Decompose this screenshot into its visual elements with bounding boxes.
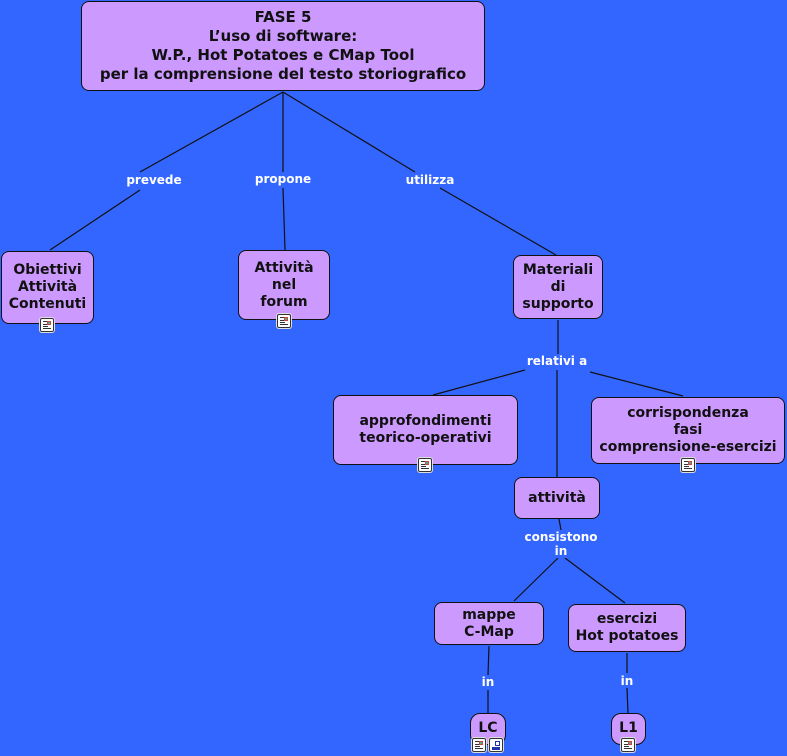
- concept-forum-text: Attività nel forum: [254, 259, 314, 310]
- concept-root-text: FASE 5 L’uso di software: W.P., Hot Pota…: [99, 8, 467, 83]
- document-resource-icon[interactable]: [40, 318, 54, 332]
- concept-esercizi-text: esercizi Hot potatoes: [575, 611, 679, 644]
- document-resource-icon[interactable]: [681, 458, 695, 472]
- link-label-relativi-a[interactable]: relativi a: [524, 354, 590, 368]
- line-in-l1: [626, 687, 629, 714]
- concept-obiettivi[interactable]: Obiettivi Attività Contenuti: [1, 251, 94, 324]
- concept-materiali-text: Materiali di supporto: [522, 261, 594, 312]
- line-consistono-esercizi: [564, 557, 626, 604]
- concept-corrispondenza[interactable]: corrispondenza fasi comprensione-eserciz…: [591, 397, 785, 464]
- concept-root-fase5[interactable]: FASE 5 L’uso di software: W.P., Hot Pota…: [81, 1, 485, 91]
- concept-attivita-text: attività: [528, 489, 586, 506]
- concept-mappe-text: mappe C-Map: [462, 606, 516, 640]
- document-resource-icon[interactable]: [621, 738, 635, 752]
- link-label-prevede[interactable]: prevede: [124, 173, 184, 187]
- concept-forum[interactable]: Attività nel forum: [238, 250, 330, 320]
- line-root-utilizza: [282, 91, 416, 173]
- line-attivita-consistono: [558, 518, 562, 531]
- link-label-utilizza[interactable]: utilizza: [403, 173, 457, 187]
- line-utilizza-materiali: [439, 187, 557, 256]
- concept-lc-text: LC: [478, 720, 498, 736]
- concept-attivita[interactable]: attività: [514, 477, 600, 519]
- concept-map-resource-icon[interactable]: [489, 738, 503, 752]
- concept-corrispondenza-text: corrispondenza fasi comprensione-eserciz…: [599, 405, 777, 455]
- line-consistono-mappe: [513, 557, 559, 602]
- link-label-in-left[interactable]: in: [479, 675, 497, 689]
- document-resource-icon[interactable]: [472, 738, 486, 752]
- line-mappe-in: [487, 645, 490, 676]
- concept-mappe[interactable]: mappe C-Map: [434, 602, 544, 645]
- concept-approfondimenti-text: approfondimenti teorico-operativi: [359, 413, 492, 446]
- link-label-propone[interactable]: propone: [252, 172, 314, 186]
- link-label-in-right[interactable]: in: [618, 674, 636, 688]
- line-relativi-corrisp: [589, 371, 684, 397]
- line-relativi-approf: [432, 369, 526, 396]
- link-label-consistono-in[interactable]: consistono in: [522, 530, 600, 558]
- concept-approfondimenti[interactable]: approfondimenti teorico-operativi: [333, 395, 518, 465]
- document-resource-icon[interactable]: [277, 314, 291, 328]
- document-resource-icon[interactable]: [418, 458, 432, 472]
- concept-obiettivi-text: Obiettivi Attività Contenuti: [8, 262, 87, 312]
- concept-esercizi[interactable]: esercizi Hot potatoes: [568, 604, 686, 652]
- line-prevede-obiettivi: [49, 189, 141, 251]
- line-propone-forum: [282, 187, 286, 251]
- concept-materiali[interactable]: Materiali di supporto: [513, 255, 603, 319]
- line-root-prevede: [139, 91, 284, 173]
- concept-l1-text: L1: [619, 720, 638, 736]
